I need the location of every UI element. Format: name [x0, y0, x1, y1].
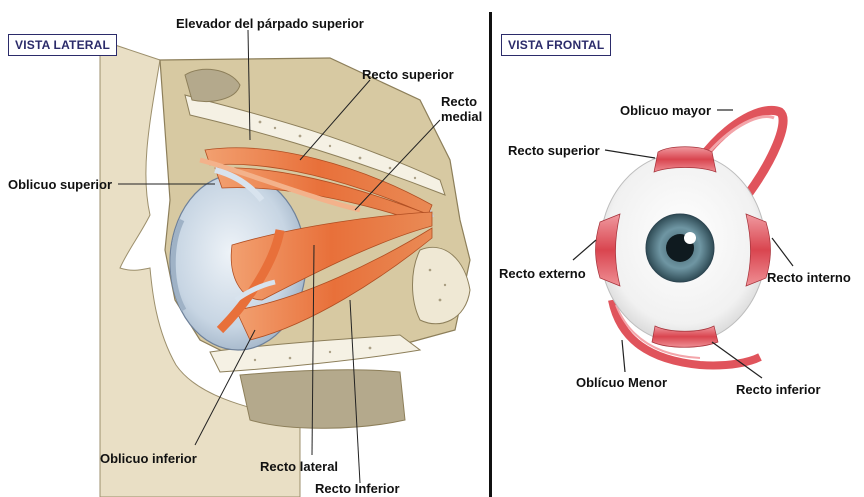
label-oblicuo-inferior: Oblicuo inferior: [100, 451, 197, 466]
label-recto-inferior-frontal: Recto inferior: [736, 382, 821, 397]
panel-divider: [489, 12, 492, 497]
label-elevador-parpado: Elevador del párpado superior: [176, 16, 364, 31]
label-oblicuo-mayor: Oblicuo mayor: [620, 103, 711, 118]
label-recto-superior-lateral: Recto superior: [362, 67, 454, 82]
label-recto-interno: Recto interno: [767, 270, 851, 285]
label-recto-externo: Recto externo: [499, 266, 586, 281]
panel-title-frontal: VISTA FRONTAL: [501, 34, 611, 56]
panel-title-lateral: VISTA LATERAL: [8, 34, 117, 56]
label-recto-lateral: Recto lateral: [260, 459, 338, 474]
label-oblicuo-superior: Oblicuo superior: [8, 177, 112, 192]
label-recto-inferior-lateral: Recto Inferior: [315, 481, 400, 496]
eyeball-frontal: [596, 110, 784, 365]
label-recto-medial: Recto medial: [441, 94, 482, 124]
label-oblicuo-menor: Oblícuo Menor: [576, 375, 667, 390]
label-recto-superior-frontal: Recto superior: [508, 143, 600, 158]
